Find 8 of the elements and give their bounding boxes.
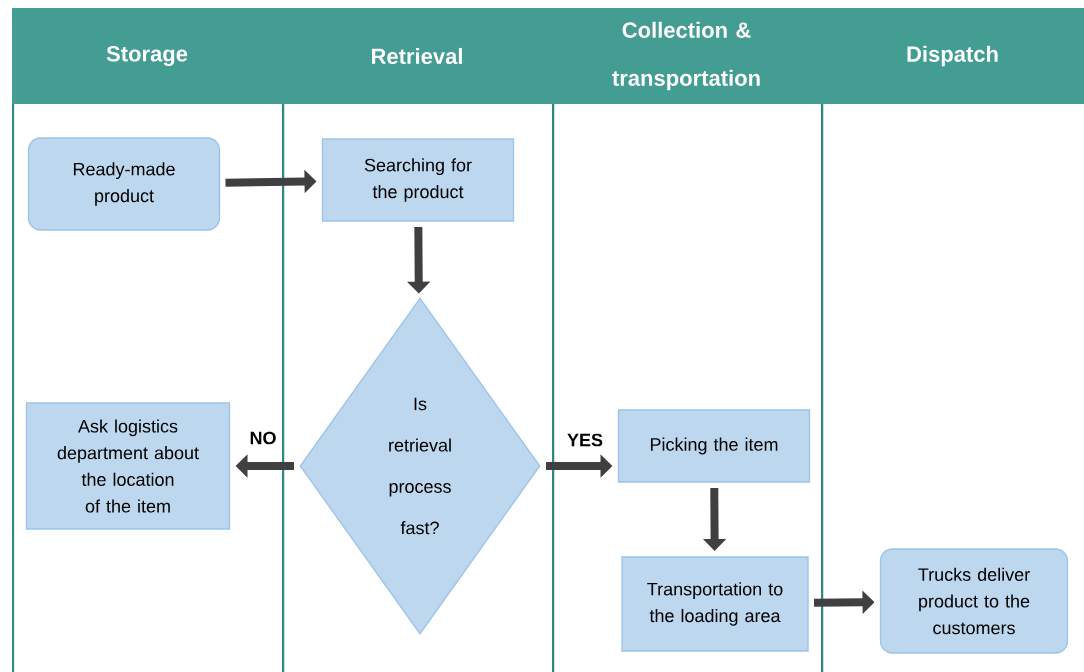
process-box: Searching for the product bbox=[321, 138, 515, 222]
process-box: Picking the item bbox=[617, 409, 811, 483]
process-box: Ready-made product bbox=[27, 137, 221, 231]
edge-label: NO bbox=[248, 430, 278, 446]
process-box: Trucks deliver product to the customers bbox=[879, 548, 1069, 654]
process-box: Ask logistics department about the location of the item bbox=[25, 402, 231, 530]
process-box: Transportation to the loading area bbox=[621, 556, 809, 652]
edge-label: YES bbox=[565, 432, 605, 448]
